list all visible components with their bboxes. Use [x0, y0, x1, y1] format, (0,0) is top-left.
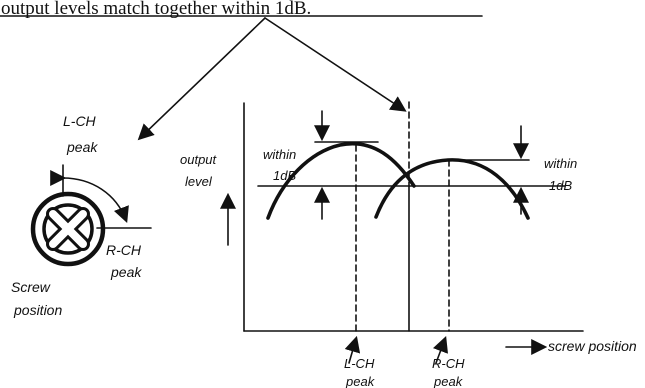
right-channel-peak-bottom-line2: peak: [433, 374, 464, 388]
screw-position-label-line1: Screw: [11, 279, 51, 295]
left-channel-peak-bottom-line2: peak: [345, 374, 376, 388]
graph-group: within 1dB within 1dB L-CH peak R-CH pea…: [243, 101, 637, 388]
output-level-group: output level: [180, 152, 236, 246]
within-1db-left-line1: within: [263, 147, 296, 162]
bottom-right-peak-arrow: [433, 336, 448, 364]
right-channel-peak-side-line1: R-CH: [106, 242, 142, 258]
screw-position-label-line2: position: [13, 302, 62, 318]
callout-lines: [137, 17, 407, 141]
within-1db-right-line1: within: [544, 156, 577, 171]
screw-rotation-arc: [50, 169, 129, 223]
screw-position-axis-label: screw position: [548, 338, 637, 354]
left-channel-peak-top-line1: L-CH: [63, 113, 97, 129]
caption-group: output levels match together within 1dB.: [0, 0, 483, 19]
output-level-line1: output: [180, 152, 218, 167]
screw-x-mark: [46, 207, 90, 251]
left-channel-peak-bottom-line1: L-CH: [344, 356, 375, 371]
left-channel-curve: [266, 141, 416, 220]
right-channel-peak-bottom-line1: R-CH: [432, 356, 465, 371]
callout-line-left: [137, 17, 266, 141]
screw-adjustment-group: L-CH peak R-CH peak Screw position: [11, 113, 152, 318]
within-1db-left-line2: 1dB: [273, 168, 296, 183]
caption-text: output levels match together within 1dB.: [1, 0, 311, 19]
callout-line-right: [264, 17, 407, 112]
within-1db-right-line2: 1dB: [549, 178, 572, 193]
left-channel-peak-top-line2: peak: [66, 139, 98, 155]
bottom-left-peak-arrow: [344, 335, 361, 364]
output-level-line2: level: [185, 174, 213, 189]
right-channel-peak-side-line2: peak: [110, 264, 142, 280]
right-channel-curve: [374, 158, 530, 220]
